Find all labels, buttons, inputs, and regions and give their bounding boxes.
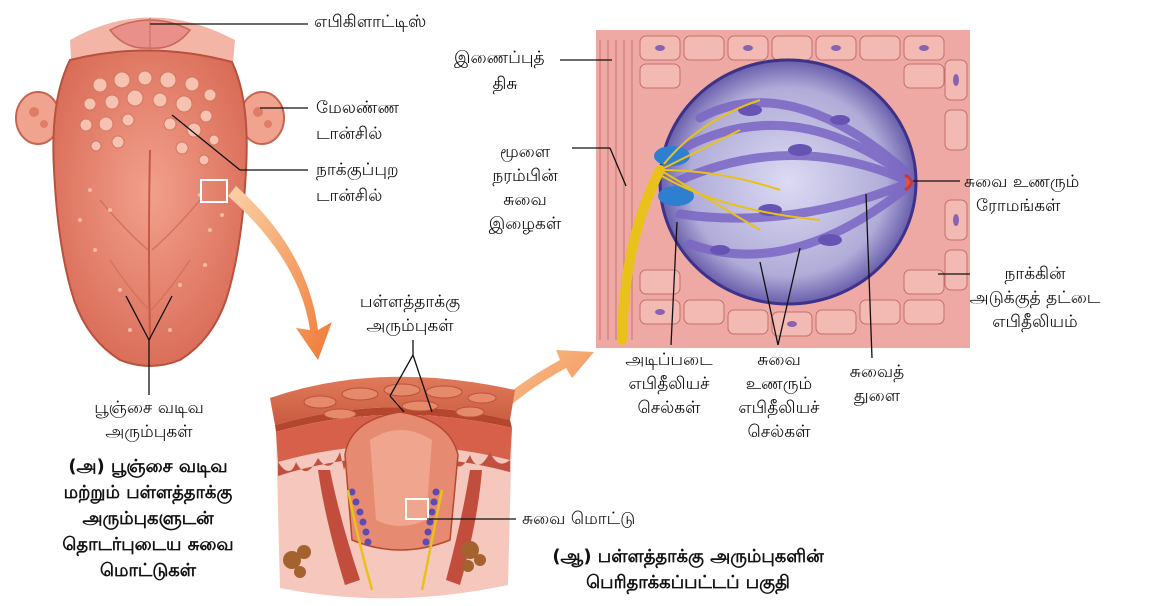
caption-b-line2: பெரிதாக்கப்பட்டப் பகுதி [498, 570, 878, 596]
label-connective-tissue-line2: திசு [456, 72, 554, 96]
label-basal-cells-line3: செல்கள் [614, 396, 724, 420]
label-vallate-line1: பள்ளத்தாக்கு [320, 290, 500, 314]
label-connective-tissue-line1: இணைப்புத் [454, 46, 545, 70]
label-receptor-cells-line3: எபிதீலியச் [724, 396, 834, 420]
label-basal-cells-line1: அடிப்படை [614, 348, 724, 372]
caption-a-line2: மற்றும் பள்ளத்தாக்கு [10, 480, 286, 506]
label-nerve-line1: மூளை [480, 140, 570, 164]
label-nerve-line4: இழைகள் [480, 212, 570, 236]
label-nerve-line2: நரம்பின் [480, 164, 570, 188]
label-receptor-cells-line4: செல்கள் [724, 420, 834, 444]
label-taste-hairs-line1: சுவை உணரும் [964, 170, 1079, 194]
label-taste-pore-line1: சுவைத் [832, 360, 922, 384]
tongue-illustration [16, 18, 284, 367]
label-receptor-cells-line2: உணரும் [724, 372, 834, 396]
label-palatine-tonsil-line2: டான்சில் [316, 122, 382, 146]
papilla-block-illustration [270, 377, 515, 599]
caption-b-line1: (ஆ) பள்ளத்தாக்கு அரும்புகளின் [498, 544, 878, 570]
label-taste-pore-line2: துளை [832, 384, 922, 408]
label-stratified-epithelium-line2: அடுக்குத் தட்டை [960, 286, 1110, 310]
taste-bud-magnified-illustration [596, 30, 970, 348]
label-palatine-tonsil-line1: மேலண்ண [316, 96, 399, 120]
label-basal-cells-line2: எபிதீலியச் [614, 372, 724, 396]
label-epiglottis: எபிகிளாட்டிஸ் [314, 10, 426, 34]
label-fungiform-line1: பூஞ்சை வடிவ [54, 396, 244, 420]
label-receptor-cells-line1: சுவை [724, 348, 834, 372]
caption-a-line1: (அ) பூஞ்சை வடிவ [10, 454, 286, 480]
caption-a-line5: மொட்டுகள் [10, 558, 286, 584]
label-taste-bud: சுவை மொட்டு [522, 507, 635, 531]
label-taste-hairs-line2: ரோமங்கள் [976, 194, 1061, 218]
label-vallate-line2: அரும்புகள் [320, 314, 500, 338]
label-lingual-tonsil-line1: நாக்குப்புற [316, 158, 399, 182]
label-lingual-tonsil-line2: டான்சில் [316, 184, 382, 208]
label-stratified-epithelium-line1: நாக்கின் [960, 262, 1110, 286]
label-nerve-line3: சுவை [480, 188, 570, 212]
caption-a-line4: தொடர்புடைய சுவை [10, 532, 286, 558]
caption-a-line3: அரும்புகளுடன் [10, 506, 286, 532]
label-fungiform-line2: அரும்புகள் [54, 420, 244, 444]
label-stratified-epithelium-line3: எபிதீலியம் [960, 310, 1110, 334]
